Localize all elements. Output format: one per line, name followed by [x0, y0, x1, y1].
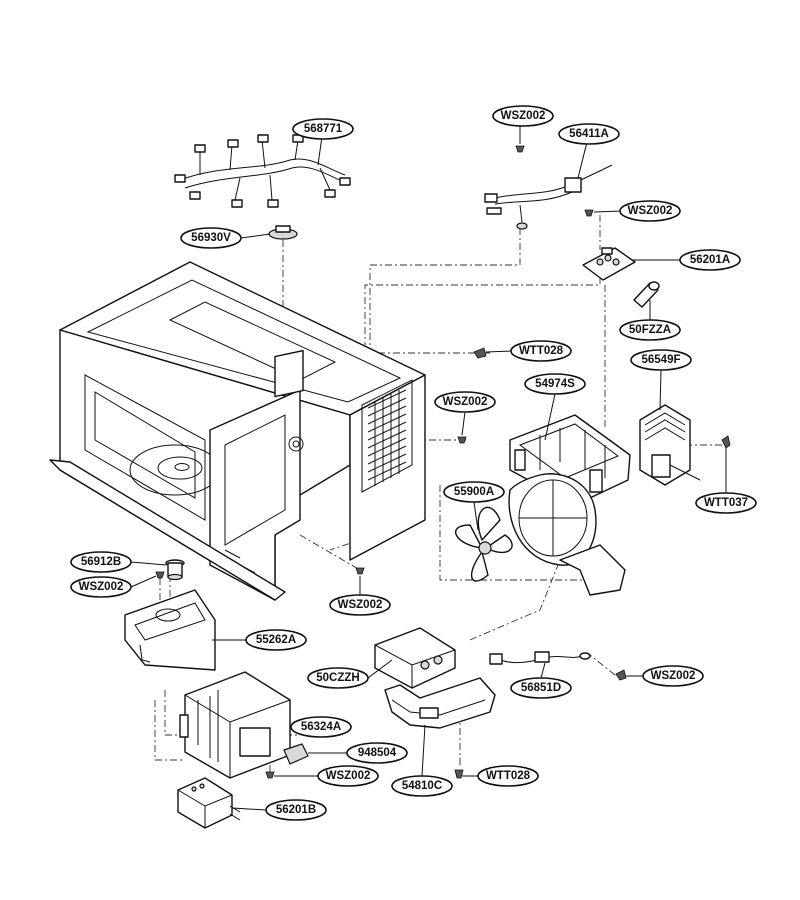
power-block-part: [177, 777, 241, 829]
transformer-part: [179, 671, 291, 779]
label-wsz002-top: WSZ002: [492, 105, 554, 127]
svg-text:WTT028: WTT028: [486, 770, 531, 782]
svg-text:WSZ002: WSZ002: [443, 396, 488, 408]
svg-text:56411A: 56411A: [569, 128, 609, 140]
label-wsz002-right-lower: WSZ002: [642, 665, 704, 687]
label-948504: 948504: [346, 742, 408, 764]
label-wsz002-left: WSZ002: [70, 576, 132, 598]
wire-assembly-part: [484, 164, 613, 230]
label-54974S: 54974S: [524, 373, 586, 395]
svg-text:50CZZH: 50CZZH: [316, 672, 359, 684]
fan-shroud: [508, 473, 626, 596]
label-56851D: 56851D: [510, 677, 572, 699]
label-56549F: 56549F: [630, 349, 692, 371]
svg-text:WTT028: WTT028: [519, 345, 564, 357]
bracket-part: [384, 677, 496, 729]
fan-blade: [455, 506, 513, 582]
svg-text:56201A: 56201A: [690, 254, 730, 266]
svg-text:56912B: 56912B: [81, 556, 121, 568]
label-wsz002-center: WSZ002: [329, 594, 391, 616]
svg-text:55900A: 55900A: [454, 486, 494, 498]
label-wtt028-upper: WTT028: [510, 340, 572, 362]
screws: [155, 145, 731, 779]
svg-text:55262A: 55262A: [256, 634, 296, 646]
svg-text:WSZ002: WSZ002: [501, 110, 546, 122]
vent-grille: [367, 389, 407, 486]
fuse-part: [633, 281, 660, 308]
svg-text:56851D: 56851D: [521, 682, 561, 694]
svg-text:54974S: 54974S: [535, 378, 575, 390]
label-56912B: 56912B: [70, 551, 132, 573]
label-wsz002-upper-right: WSZ002: [619, 200, 681, 222]
label-56930V: 56930V: [180, 227, 242, 249]
label-50FZZA: 50FZZA: [619, 319, 681, 341]
svg-text:56324A: 56324A: [301, 721, 341, 733]
label-56324A: 56324A: [290, 716, 352, 738]
fan-motor-part: [639, 404, 701, 486]
svg-text:54810C: 54810C: [402, 780, 442, 792]
label-56201B: 56201B: [265, 799, 327, 821]
svg-text:WSZ002: WSZ002: [651, 670, 696, 682]
label-54810C: 54810C: [391, 775, 453, 797]
label-wsz002-bottom: WSZ002: [317, 765, 379, 787]
label-55262A: 55262A: [245, 629, 307, 651]
svg-text:WTT037: WTT037: [704, 497, 748, 509]
svg-text:948504: 948504: [358, 747, 397, 759]
label-56201A: 56201A: [679, 249, 741, 271]
svg-text:WSZ002: WSZ002: [326, 770, 371, 782]
thermal-cutout-part: [165, 559, 185, 581]
svg-text:56201B: 56201B: [276, 804, 316, 816]
svg-text:568771: 568771: [304, 123, 343, 135]
thermostat-part: [268, 225, 298, 240]
cabinet-chassis: [49, 261, 426, 601]
svg-text:WSZ002: WSZ002: [338, 599, 383, 611]
label-56411A: 56411A: [558, 123, 620, 145]
ferrite-part: [283, 743, 309, 765]
leader-lines: [130, 126, 727, 811]
svg-text:50FZZA: 50FZZA: [629, 324, 671, 336]
label-50CZZH: 50CZZH: [307, 667, 369, 689]
svg-text:WSZ002: WSZ002: [628, 205, 673, 217]
magnetron-cover: [124, 589, 216, 671]
label-wtt028-lower: WTT028: [477, 765, 539, 787]
sensor-cord-part: [489, 651, 591, 665]
label-55900A: 55900A: [443, 481, 505, 503]
capacitor-part: [374, 627, 456, 689]
svg-text:56549F: 56549F: [641, 354, 680, 366]
wire-harness: [174, 134, 351, 208]
svg-text:WSZ002: WSZ002: [79, 581, 124, 593]
svg-text:56930V: 56930V: [191, 232, 231, 244]
pcb-part: [582, 247, 636, 281]
label-568771: 568771: [292, 118, 354, 140]
part-labels: 568771 56930V WSZ002 56411A WSZ002 56201…: [70, 105, 757, 821]
label-wtt037: WTT037: [695, 492, 757, 514]
label-wsz002-mid: WSZ002: [434, 391, 496, 413]
